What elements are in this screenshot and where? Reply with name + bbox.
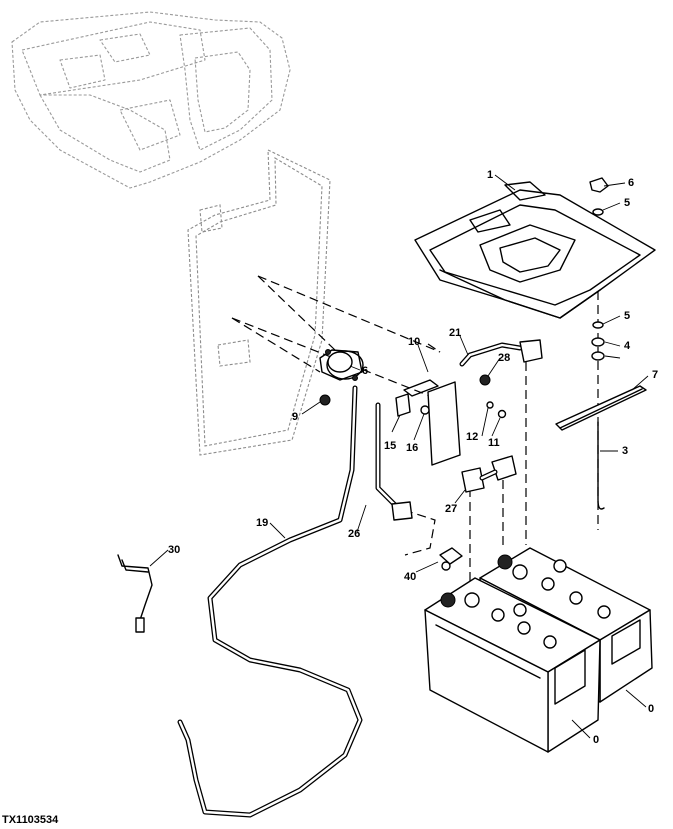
callout-26: 26: [348, 528, 360, 540]
hold-down-bar: [555, 385, 647, 431]
callout-0-front: 0: [593, 734, 599, 746]
fasteners: [319, 374, 507, 419]
callout-27: 27: [445, 503, 457, 515]
callout-4: 4: [624, 340, 631, 352]
callout-7: 7: [652, 369, 658, 381]
callout-1: 1: [487, 169, 493, 181]
cable-27: [461, 455, 517, 493]
callout-6-switch: 6: [362, 365, 368, 377]
switch-bracket: [395, 379, 461, 466]
battery-switch: [319, 349, 364, 381]
callout-15: 15: [384, 440, 396, 452]
callout-6-top: 6: [628, 177, 634, 189]
figure-id: TX1103534: [2, 814, 59, 826]
callout-40: 40: [404, 571, 416, 583]
cable-19: [177, 385, 363, 818]
battery-cover: [414, 181, 656, 319]
callout-30: 30: [168, 544, 180, 556]
callout-12: 12: [466, 431, 478, 443]
machine-outline: [11, 11, 291, 189]
callout-11: 11: [488, 437, 500, 449]
callout-10: 10: [408, 336, 420, 348]
callout-28: 28: [498, 352, 510, 364]
cable-26: [375, 402, 413, 521]
callout-19: 19: [256, 517, 268, 529]
callout-9: 9: [292, 411, 298, 423]
callout-5-bottom: 5: [624, 310, 630, 322]
callout-16: 16: [406, 442, 418, 454]
callout-0-rear: 0: [648, 703, 654, 715]
callout-3: 3: [622, 445, 628, 457]
leader-lines: [149, 174, 649, 739]
battery-front: [424, 577, 601, 753]
mounting-hardware: [589, 177, 609, 361]
j-bolt-rod: [597, 421, 605, 510]
clamp-40: [439, 547, 463, 571]
mounting-panel: [187, 149, 331, 456]
callout-5-top: 5: [624, 197, 630, 209]
callout-21: 21: [449, 327, 461, 339]
callout-labels: 1 6 5 5 4 7 3 6 9 10 15 16 12 11 21 28 2…: [168, 169, 658, 746]
cable-21: [459, 339, 543, 367]
harness-30: [117, 554, 153, 633]
